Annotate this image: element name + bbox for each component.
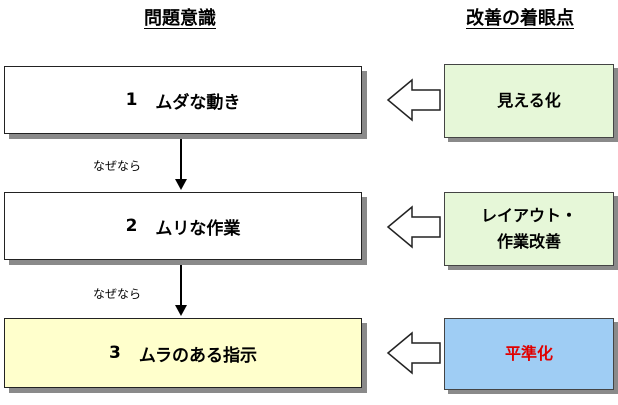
because-label-1: なぜなら: [93, 159, 142, 173]
down-arrow-2: [175, 262, 187, 316]
problem-number: 3: [109, 343, 121, 363]
header-problem-awareness: 問題意識: [144, 8, 216, 29]
left-arrow-3: [386, 331, 441, 375]
problem-label: ムラのある指示: [138, 345, 257, 366]
solution-label: 平準化: [504, 344, 553, 363]
solution-box-1: 見える化: [444, 64, 614, 138]
problem-box-3: 3 ムラのある指示: [4, 318, 362, 388]
solution-box-2: レイアウト・ 作業改善: [444, 192, 614, 266]
solution-box-3: 平準化: [444, 318, 614, 390]
header-improvement-viewpoints: 改善の着眼点: [466, 8, 574, 29]
problem-number: 2: [125, 216, 138, 236]
solution-label-line1: レイアウト・: [480, 206, 577, 225]
problem-label: ムダな動き: [155, 92, 241, 113]
left-arrow-2: [386, 205, 441, 249]
problem-label: ムリな作業: [155, 218, 241, 239]
down-arrow-1: [175, 135, 187, 190]
problem-number: 1: [125, 90, 138, 110]
left-arrow-1: [386, 78, 441, 122]
problem-box-1: 1 ムダな動き: [4, 66, 362, 134]
problem-box-2: 2 ムリな作業: [4, 192, 362, 260]
because-label-2: なぜなら: [93, 287, 142, 301]
solution-label-line2: 作業改善: [496, 232, 561, 251]
solution-label: 見える化: [497, 91, 561, 110]
